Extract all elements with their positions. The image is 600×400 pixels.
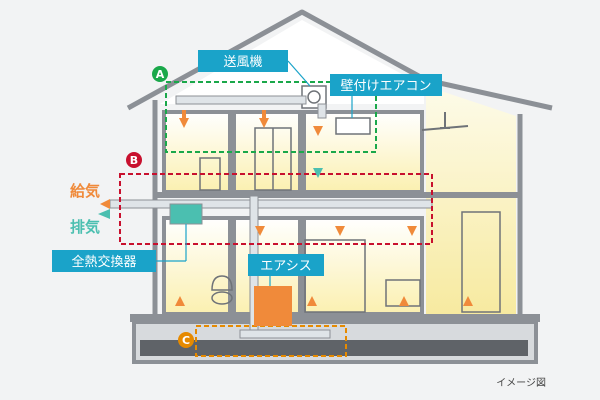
zone-b-letter: B [130,154,138,167]
foundation-floor [140,340,528,356]
zone-b-badge [126,152,142,168]
zone-a-badge [152,66,168,82]
label-wall-ac: 壁付けエアコン [340,79,431,94]
wall-ac-unit [335,117,371,135]
leader-lines [156,60,353,286]
exhaust-arrows [98,168,323,219]
airsys-unit [254,286,292,326]
zone-c-badge [178,332,194,348]
label-blower: 送風機 [223,55,262,70]
zone-a-letter: A [156,68,165,81]
label-boxes [52,50,442,276]
label-supply-air: 給気 [70,182,100,200]
floor-slabs [130,192,540,322]
rooms [162,110,424,316]
caption: イメージ図 [496,377,546,389]
zone-b-box [119,173,433,245]
zone-a-box [165,81,377,153]
label-airsys: エアシス [260,259,311,274]
label-erv: 全熱交換器 [71,254,136,270]
vaulted-room [426,86,516,314]
ceiling-fan-icon [421,112,469,131]
supply-arrows [100,110,473,306]
label-exhaust-air: 排気 [70,218,100,236]
zone-c-letter: C [182,334,190,347]
